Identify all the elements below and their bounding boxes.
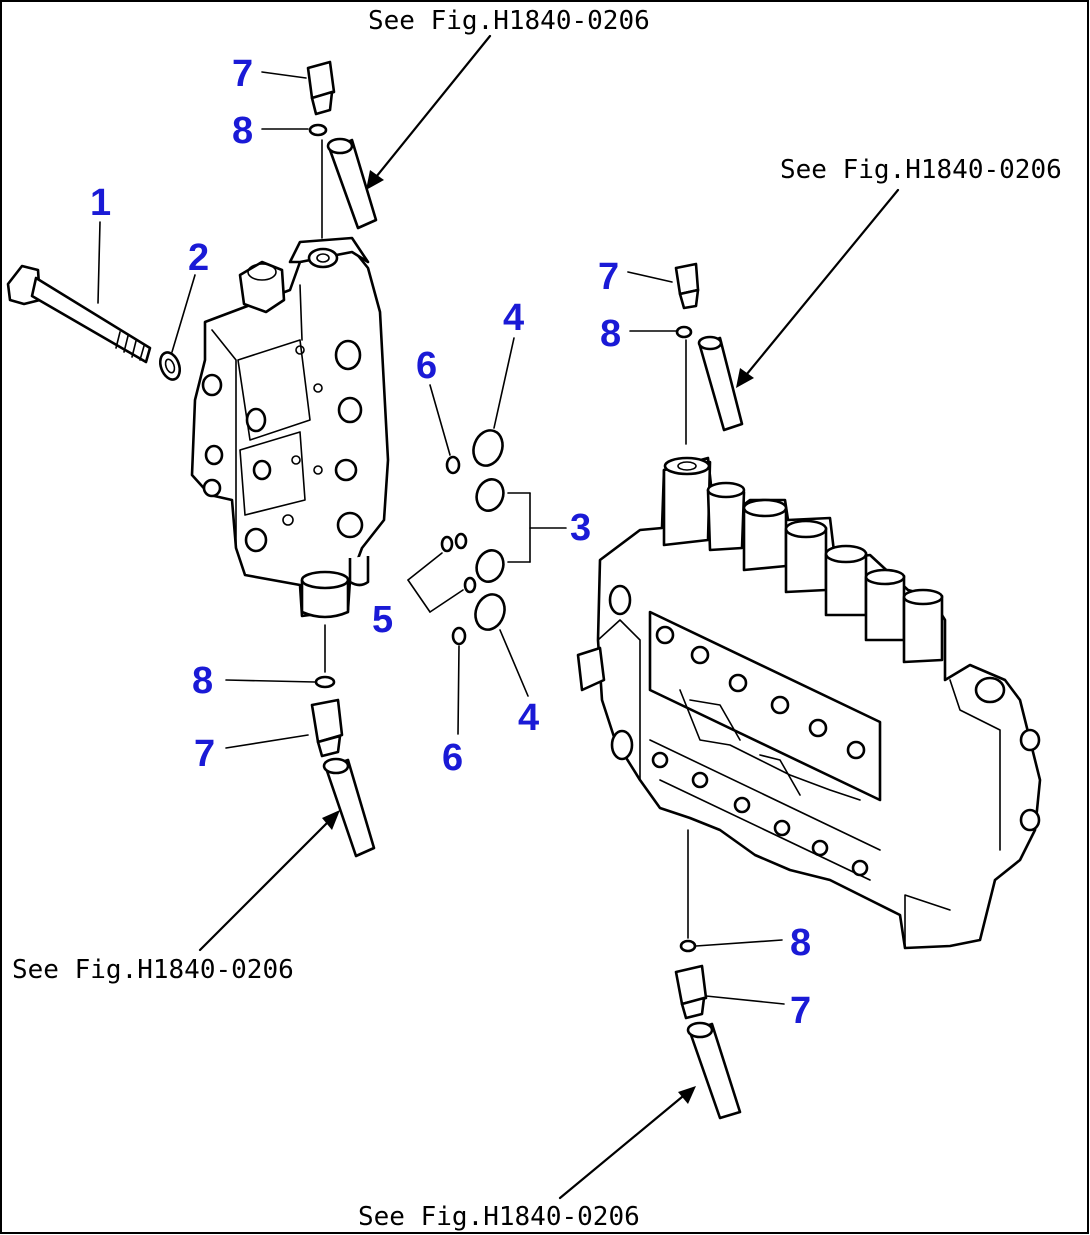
callout-3: 3 — [570, 507, 591, 549]
o-ring-8-bottom-left — [314, 675, 336, 689]
valve-section-left — [190, 236, 390, 619]
reference-arrow-top-right — [736, 188, 900, 388]
o-ring-5-a — [440, 535, 454, 553]
fitting-7-top-right — [674, 262, 700, 310]
reference-bottom-left: See Fig.H1840-0206 — [12, 955, 294, 985]
o-ring-3-top — [475, 478, 505, 512]
fitting-7-top-left — [306, 60, 336, 116]
callout-8-top-right: 8 — [600, 313, 621, 355]
reference-top-right: See Fig.H1840-0206 — [780, 155, 1062, 185]
fitting-7-bottom-left — [310, 698, 344, 758]
tube-top-left — [326, 137, 378, 230]
bolt-part-1 — [6, 264, 152, 364]
callout-7-bottom-right: 7 — [790, 990, 811, 1032]
reference-arrow-top-left — [366, 34, 492, 190]
o-ring-4-top — [472, 429, 504, 467]
tube-bottom-right — [686, 1021, 742, 1120]
tube-bottom-left — [322, 757, 376, 858]
valve-block-right — [576, 456, 1042, 950]
callout-6-bottom: 6 — [442, 737, 463, 779]
callout-7-top-left: 7 — [232, 53, 253, 95]
o-ring-8-bottom-right — [679, 939, 697, 953]
o-ring-6-bottom — [451, 626, 467, 646]
o-ring-3-bottom — [475, 549, 505, 583]
callout-6-top: 6 — [416, 345, 437, 387]
o-ring-5-c — [463, 576, 477, 594]
leader-lines — [97, 71, 785, 1005]
reference-top-left: See Fig.H1840-0206 — [368, 6, 650, 36]
o-ring-5-b — [454, 532, 468, 550]
tube-top-right — [697, 335, 744, 432]
reference-arrow-bottom-right — [558, 1086, 696, 1200]
reference-bottom-right: See Fig.H1840-0206 — [358, 1202, 640, 1232]
callout-2: 2 — [188, 237, 209, 279]
callout-4-bottom: 4 — [518, 697, 539, 739]
callout-1: 1 — [90, 182, 111, 224]
o-ring-8-top-right — [675, 325, 693, 339]
callout-8-top-left: 8 — [232, 110, 253, 152]
o-ring-6-top — [445, 455, 461, 475]
callout-5: 5 — [372, 599, 393, 641]
seal-group — [440, 429, 506, 646]
callout-8-bottom-right: 8 — [790, 922, 811, 964]
reference-arrow-bottom-left — [198, 810, 340, 952]
callout-numbers: 1 2 7 8 7 8 6 4 3 5 4 6 8 7 8 7 — [90, 53, 811, 1032]
o-ring-8-top-left — [308, 123, 328, 137]
callout-4-top: 4 — [503, 297, 524, 339]
callout-8-bottom-left: 8 — [192, 660, 213, 702]
callout-7-top-right: 7 — [598, 256, 619, 298]
callout-7-bottom-left: 7 — [194, 733, 215, 775]
washer-part-2 — [158, 351, 182, 381]
fitting-7-bottom-right — [674, 964, 708, 1020]
o-ring-4-bottom — [474, 593, 506, 631]
